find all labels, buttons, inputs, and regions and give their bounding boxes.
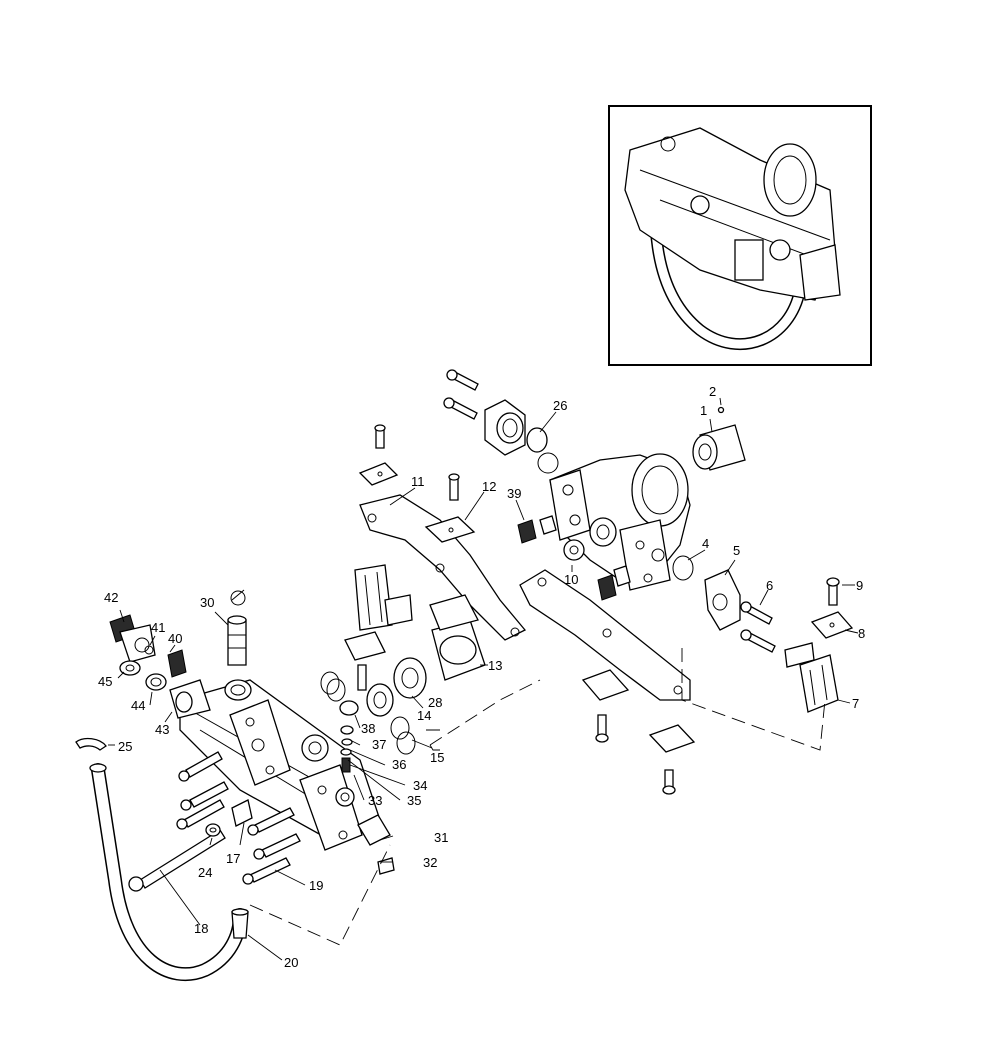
cover-bolts: [443, 369, 479, 420]
callout-28: 28: [428, 695, 442, 710]
callout-18: 18: [194, 921, 208, 936]
callout-19: 19: [309, 878, 323, 893]
fitting-39: [517, 515, 557, 544]
assembly-inset: [608, 105, 872, 366]
callout-labels: 1 2 4 5 6 7 8 9 10 11 12 13 14 15 17 18 …: [98, 384, 865, 970]
fitting-44: [145, 673, 167, 691]
spring-40: [167, 649, 187, 678]
callout-17: 17: [226, 851, 240, 866]
callout-41: 41: [151, 620, 165, 635]
callout-43: 43: [155, 722, 169, 737]
callout-7: 7: [852, 696, 859, 711]
callout-24: 24: [198, 865, 212, 880]
crank-plate-11: [359, 494, 527, 641]
cap-32: [377, 857, 395, 875]
crank-plate-lower: [519, 569, 691, 701]
callout-35: 35: [407, 793, 421, 808]
callout-34: 34: [413, 778, 427, 793]
thermal-relief-valve-42: [109, 614, 156, 663]
leader-lines: [108, 397, 859, 961]
callout-15: 15: [430, 750, 444, 765]
o-ring-41: [144, 645, 154, 655]
callout-1: 1: [700, 403, 707, 418]
callout-9: 9: [856, 578, 863, 593]
callout-25: 25: [118, 739, 132, 754]
plunger-guide-left: [344, 564, 413, 691]
callout-37: 37: [372, 737, 386, 752]
long-bolt-18: [128, 829, 226, 892]
callout-6: 6: [766, 578, 773, 593]
retainer-right-lower: [581, 669, 696, 795]
callout-42: 42: [104, 590, 118, 605]
retainer-top: [358, 424, 399, 486]
cap-31: [357, 814, 391, 846]
bolt-set-19: [176, 751, 301, 885]
seal-holder-13: [429, 594, 486, 681]
pin-2: [717, 406, 725, 414]
callout-8: 8: [858, 626, 865, 641]
washer-45: [119, 660, 141, 676]
o-ring-4: [672, 555, 694, 581]
assembly-dashed-lines: [249, 648, 826, 946]
callout-33: 33: [368, 793, 382, 808]
callout-38: 38: [361, 721, 375, 736]
callout-31: 31: [434, 830, 448, 845]
unloader-valve-30: [227, 589, 247, 666]
manifold-assembly: [169, 679, 381, 851]
callout-12: 12: [482, 479, 496, 494]
retainer-12: [424, 473, 476, 543]
screw-9: [826, 577, 840, 606]
bolts-6: [740, 601, 776, 653]
callout-36: 36: [392, 757, 406, 772]
seal-14: [366, 683, 394, 717]
fitting-lower: [597, 565, 631, 601]
callout-5: 5: [733, 543, 740, 558]
callout-30: 30: [200, 595, 214, 610]
callout-2: 2: [709, 384, 716, 399]
callout-39: 39: [507, 486, 521, 501]
callout-32: 32: [423, 855, 437, 870]
bearing-cover-26: [484, 399, 559, 474]
callout-4: 4: [702, 536, 709, 551]
callout-40: 40: [168, 631, 182, 646]
callout-14: 14: [417, 708, 431, 723]
retainer-8: [810, 611, 854, 639]
callout-13: 13: [488, 658, 502, 673]
callout-20: 20: [284, 955, 298, 970]
hose-fitting-20: [231, 908, 249, 939]
washer-24: [205, 823, 221, 837]
callout-26: 26: [553, 398, 567, 413]
o-rings-15: [320, 671, 416, 755]
callout-44: 44: [131, 698, 145, 713]
callout-11: 11: [411, 474, 425, 489]
suction-hose: [89, 763, 247, 981]
cover-5: [704, 569, 741, 631]
hose-clamp-25: [75, 737, 107, 751]
callout-45: 45: [98, 674, 112, 689]
bracket-7: [784, 642, 839, 713]
sleeve-17: [231, 799, 253, 827]
sleeve-1: [692, 424, 746, 471]
callout-10: 10: [564, 572, 578, 587]
seal-28: [393, 657, 427, 699]
check-valve-stack: [301, 700, 359, 773]
